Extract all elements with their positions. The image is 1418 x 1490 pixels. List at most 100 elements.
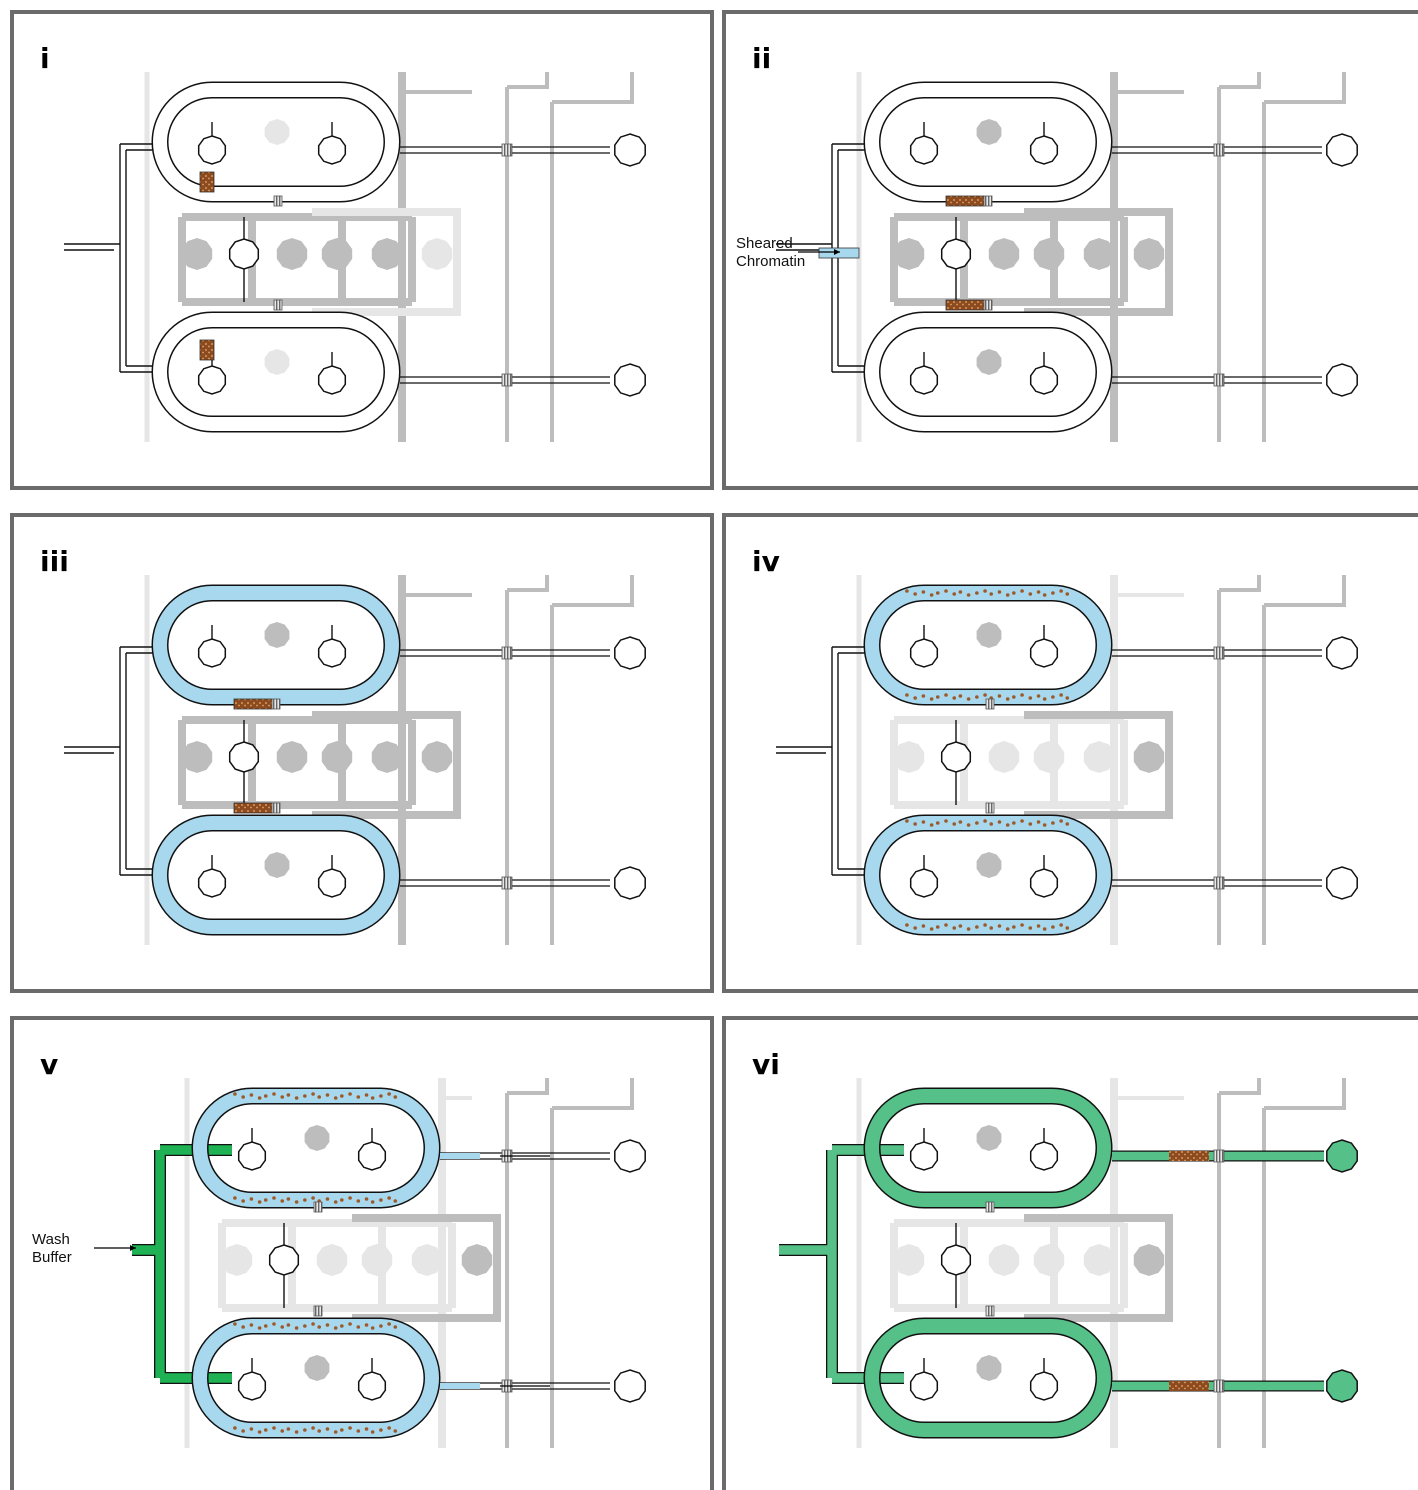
valve-network-right — [1024, 1214, 1173, 1322]
affinity-column — [233, 698, 273, 710]
ring-bottom — [863, 299, 1358, 433]
panel-i: i — [10, 10, 714, 490]
bead — [913, 696, 917, 700]
valve-chamber — [181, 238, 213, 270]
bead — [263, 1324, 268, 1328]
valve-line-r1-top — [1219, 72, 1261, 89]
bead — [370, 1430, 375, 1434]
column-filter — [313, 1305, 323, 1317]
bead — [1020, 923, 1024, 927]
bead — [340, 1324, 344, 1328]
bead — [340, 1428, 344, 1432]
ring-chamber-stem — [211, 625, 333, 639]
bead — [303, 1094, 307, 1098]
valve-chamber — [181, 741, 213, 773]
center-chamber — [228, 238, 260, 270]
valve-line-r1-top — [507, 72, 549, 89]
bead — [1005, 697, 1010, 701]
bead — [317, 1325, 322, 1329]
panel-iv: iv — [722, 513, 1418, 993]
column-filter — [985, 1305, 995, 1317]
ring-chamber-mid — [976, 119, 1002, 145]
bead — [952, 592, 957, 596]
bead — [356, 1199, 361, 1203]
ring-chamber-stem — [923, 352, 1045, 366]
ring-chamber-stem — [923, 122, 1045, 136]
bead — [272, 1196, 276, 1200]
bead — [364, 1197, 369, 1201]
bead — [263, 1428, 268, 1432]
bead — [311, 1322, 315, 1326]
outlet-filter — [1213, 876, 1225, 890]
bead — [257, 1096, 262, 1100]
ring-top — [863, 81, 1358, 207]
bead — [958, 924, 963, 928]
column-filter — [271, 802, 281, 814]
outlet-sample — [440, 1383, 480, 1389]
outlet-chamber — [614, 1369, 646, 1403]
ring-chamber-right — [357, 1371, 387, 1401]
ring-bottom — [191, 1305, 646, 1439]
bead — [393, 1325, 398, 1329]
bead — [286, 1323, 291, 1327]
eluted-column — [1169, 1151, 1209, 1161]
sample-inlet — [818, 247, 860, 259]
valve-line-r1-top — [1219, 1078, 1261, 1095]
bead — [1020, 693, 1024, 697]
bead — [311, 1426, 315, 1430]
bead — [333, 1326, 338, 1330]
column-filter — [271, 698, 281, 710]
panel-label: vi — [752, 1048, 780, 1081]
ring-chamber-right — [357, 1141, 387, 1171]
center-chamber — [940, 1244, 972, 1276]
ring-channel — [153, 816, 399, 934]
outlet-chamber — [1326, 866, 1358, 900]
bead — [913, 822, 917, 826]
bead — [370, 1096, 375, 1100]
bead — [356, 1325, 361, 1329]
ring-top — [191, 1087, 646, 1213]
bead — [348, 1322, 352, 1326]
ring-chamber-mid — [976, 1125, 1002, 1151]
outlet-chamber — [614, 363, 646, 397]
bead — [311, 1196, 315, 1200]
ring-chamber-right — [317, 868, 347, 898]
outlet-chamber — [614, 636, 646, 670]
ring-chamber-left — [909, 1141, 939, 1171]
bead — [393, 1429, 398, 1433]
ring-chamber-right — [317, 638, 347, 668]
valve-chamber — [411, 1244, 443, 1276]
valve-line-r2-top — [552, 72, 634, 104]
bead — [921, 694, 926, 698]
bead — [997, 694, 1002, 698]
valve-line-r1-top — [507, 1078, 549, 1095]
bead — [387, 1196, 391, 1200]
outlet-filter — [501, 876, 513, 890]
valve-chamber — [276, 238, 308, 270]
ring-bottom — [151, 299, 646, 433]
ring-chamber-left — [197, 365, 227, 395]
ring-bottom — [151, 802, 646, 936]
ring-chamber-left — [909, 638, 939, 668]
bead — [983, 693, 987, 697]
bead — [929, 927, 934, 931]
valve-chamber — [988, 238, 1020, 270]
valve-network-right — [312, 208, 461, 316]
ring-channel — [865, 313, 1111, 431]
valve-chamber — [988, 741, 1020, 773]
bead — [1020, 589, 1024, 593]
bead — [303, 1324, 307, 1328]
outlet-filter — [1213, 143, 1225, 157]
valve-chamber — [461, 1244, 493, 1276]
ring-chamber-mid — [976, 349, 1002, 375]
bead — [364, 1323, 369, 1327]
ring-top — [151, 584, 646, 710]
bead — [1042, 697, 1047, 701]
bead — [272, 1426, 276, 1430]
valve-chamber — [1133, 741, 1165, 773]
ring-channel — [865, 83, 1111, 201]
ring-chamber-mid — [264, 119, 290, 145]
bead — [975, 821, 979, 825]
